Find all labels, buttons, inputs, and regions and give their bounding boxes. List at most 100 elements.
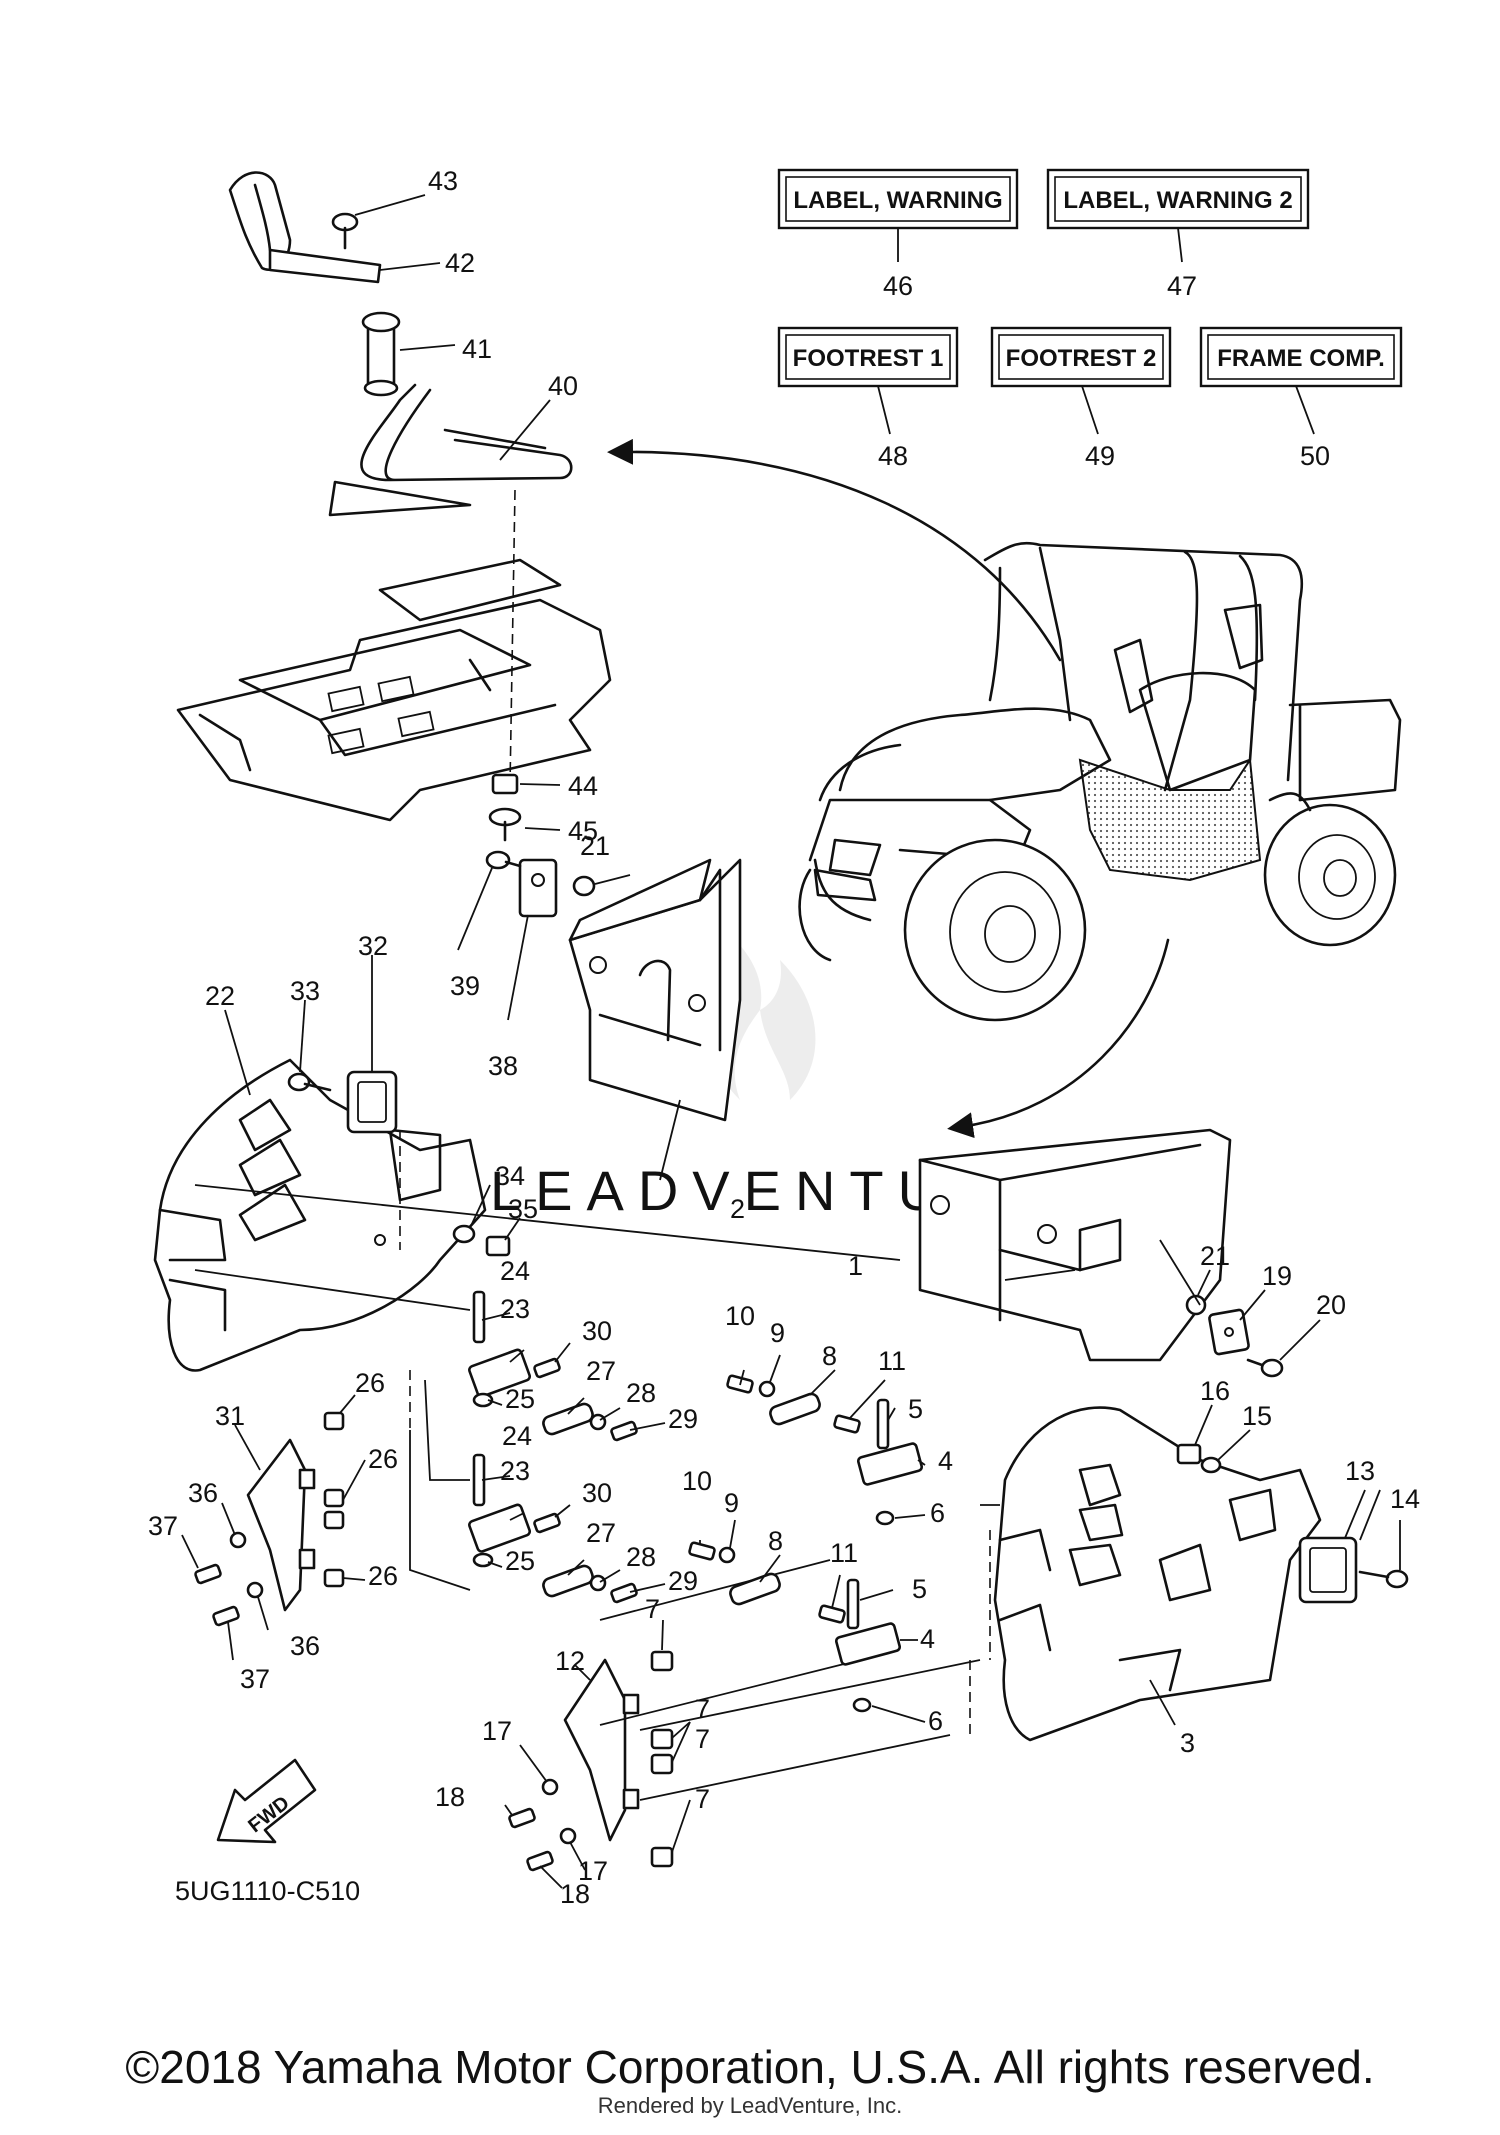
rendered-by-notice: Rendered by LeadVenture, Inc. (597, 2093, 903, 2118)
callout: 37 (148, 1511, 178, 1541)
svg-text:46: 46 (883, 271, 913, 301)
callout: 36 (290, 1631, 320, 1661)
part-12-guard (563, 1658, 640, 1842)
label-box-48: FOOTREST 1 48 (777, 326, 959, 471)
callout: 15 (1242, 1401, 1272, 1431)
callout: 37 (240, 1664, 270, 1694)
callout: 30 (582, 1316, 612, 1346)
part-3-footrest (993, 1406, 1322, 1742)
callout: 40 (548, 371, 578, 401)
part-40-bar (328, 383, 573, 517)
callout: 21 (580, 831, 610, 861)
part-38-bracket (518, 858, 558, 918)
callout: 11 (878, 1346, 906, 1376)
part-16-nut (1176, 1443, 1202, 1465)
part-1-right-footrest (918, 1128, 1232, 1362)
callout: 13 (1345, 1456, 1375, 1486)
label-warning-text: LABEL, WARNING (793, 187, 1002, 214)
small-hardware (194, 1290, 924, 1872)
footrest-2-text: FOOTREST 2 (1006, 345, 1157, 372)
callout: 31 (215, 1401, 245, 1431)
callout: 26 (355, 1368, 385, 1398)
part-39-bolt (485, 850, 522, 870)
callout: 12 (555, 1646, 585, 1676)
label-box-47: LABEL, WARNING 2 47 (1046, 168, 1310, 301)
callout: 26 (368, 1561, 398, 1591)
callout: 7 (695, 1694, 710, 1724)
callout: 20 (1316, 1290, 1346, 1320)
part-21-collar (1185, 1294, 1207, 1316)
callout: 6 (930, 1498, 945, 1528)
callout: 29 (668, 1404, 698, 1434)
callout: 45 (568, 816, 598, 846)
utv-vehicle-illustration (798, 541, 1402, 1022)
part-44-nut (491, 773, 519, 795)
callout: 9 (724, 1488, 739, 1518)
callout: 26 (368, 1444, 398, 1474)
callout: 24 (500, 1256, 530, 1286)
callout: 18 (560, 1879, 590, 1909)
label-box-46: LABEL, WARNING 46 (777, 168, 1019, 301)
callout: 34 (495, 1161, 525, 1191)
callout: 7 (645, 1594, 660, 1624)
callout: 19 (1262, 1261, 1292, 1291)
part-13-latch (1298, 1536, 1358, 1604)
callout: 43 (428, 166, 458, 196)
callout: 8 (822, 1341, 837, 1371)
leader-lines (181, 194, 1401, 1889)
part-2-bracket (568, 858, 742, 1122)
part-32-latch (346, 1070, 398, 1134)
part-43-screw (331, 212, 359, 250)
label-box-50: FRAME COMP. 50 (1199, 326, 1403, 471)
callout: 10 (682, 1466, 712, 1496)
callout: 32 (358, 931, 388, 961)
callout: 2 (730, 1194, 745, 1224)
svg-text:49: 49 (1085, 441, 1115, 471)
part-35-nut (485, 1235, 511, 1257)
svg-text:50: 50 (1300, 441, 1330, 471)
callout: 41 (462, 334, 492, 364)
callout: 23 (500, 1456, 530, 1486)
callout: 5 (912, 1574, 927, 1604)
part-19-plate (1208, 1308, 1250, 1356)
callout: 7 (695, 1724, 710, 1754)
callout: 4 (920, 1624, 935, 1654)
svg-text:48: 48 (878, 441, 908, 471)
callout: 6 (928, 1706, 943, 1736)
callout: 3 (1180, 1728, 1195, 1758)
callout: 17 (482, 1716, 512, 1746)
part-41-pin (361, 311, 401, 397)
svg-text:47: 47 (1167, 271, 1197, 301)
callout: 18 (435, 1782, 465, 1812)
callout: 5 (908, 1394, 923, 1424)
part-45-bolt (488, 807, 522, 842)
assembly-lines (194, 1130, 1201, 1801)
callout: 10 (725, 1301, 755, 1331)
part-14-bolt (1358, 1569, 1409, 1589)
callout: 8 (768, 1526, 783, 1556)
callout: 22 (205, 981, 235, 1011)
callout: 44 (568, 771, 598, 801)
callout: 7 (695, 1784, 710, 1814)
part-22-left-footrest (153, 1058, 487, 1372)
callout: 1 (848, 1251, 863, 1281)
part-34-washer (452, 1224, 476, 1244)
callout: 24 (502, 1421, 532, 1451)
callout: 27 (586, 1518, 616, 1548)
callout: 38 (488, 1051, 518, 1081)
callout: 25 (505, 1546, 535, 1576)
callout: 21 (1200, 1241, 1230, 1271)
callout: 36 (188, 1478, 218, 1508)
frame-comp-text: FRAME COMP. (1217, 345, 1385, 372)
callout: 25 (505, 1384, 535, 1414)
floor-board-assembly (176, 489, 612, 822)
callout: 28 (626, 1542, 656, 1572)
copyright-notice: ©2018 Yamaha Motor Corporation, U.S.A. A… (125, 2041, 1375, 2093)
curved-arrow-bottom (947, 938, 1170, 1139)
callout: 11 (830, 1538, 858, 1568)
part-15-washer (1200, 1456, 1222, 1474)
part-20-bolt (1246, 1358, 1284, 1378)
callout: 29 (668, 1566, 698, 1596)
part-33-bolt (287, 1072, 332, 1092)
